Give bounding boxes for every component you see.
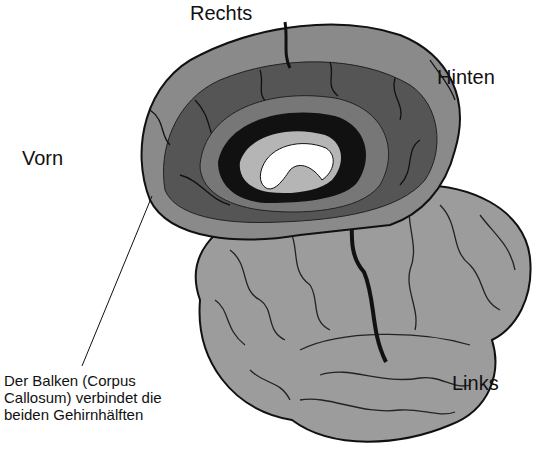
side-label: Links [452, 372, 499, 395]
side-label: Vorn [22, 147, 63, 170]
callout-note: Der Balken (Corpus Callosum) verbindet d… [4, 372, 176, 423]
ventricle [260, 144, 333, 189]
medial-surface [163, 62, 437, 223]
side-label: Rechts [190, 2, 252, 25]
leader-line [82, 196, 152, 366]
side-label: Hinten [437, 66, 495, 89]
medial-gyri-lines [150, 60, 455, 205]
right-hemisphere [142, 25, 460, 240]
central-sulcus-right [285, 22, 290, 68]
septum [240, 131, 341, 193]
cingulate-gyrus [200, 96, 389, 212]
corpus-callosum [218, 113, 366, 203]
